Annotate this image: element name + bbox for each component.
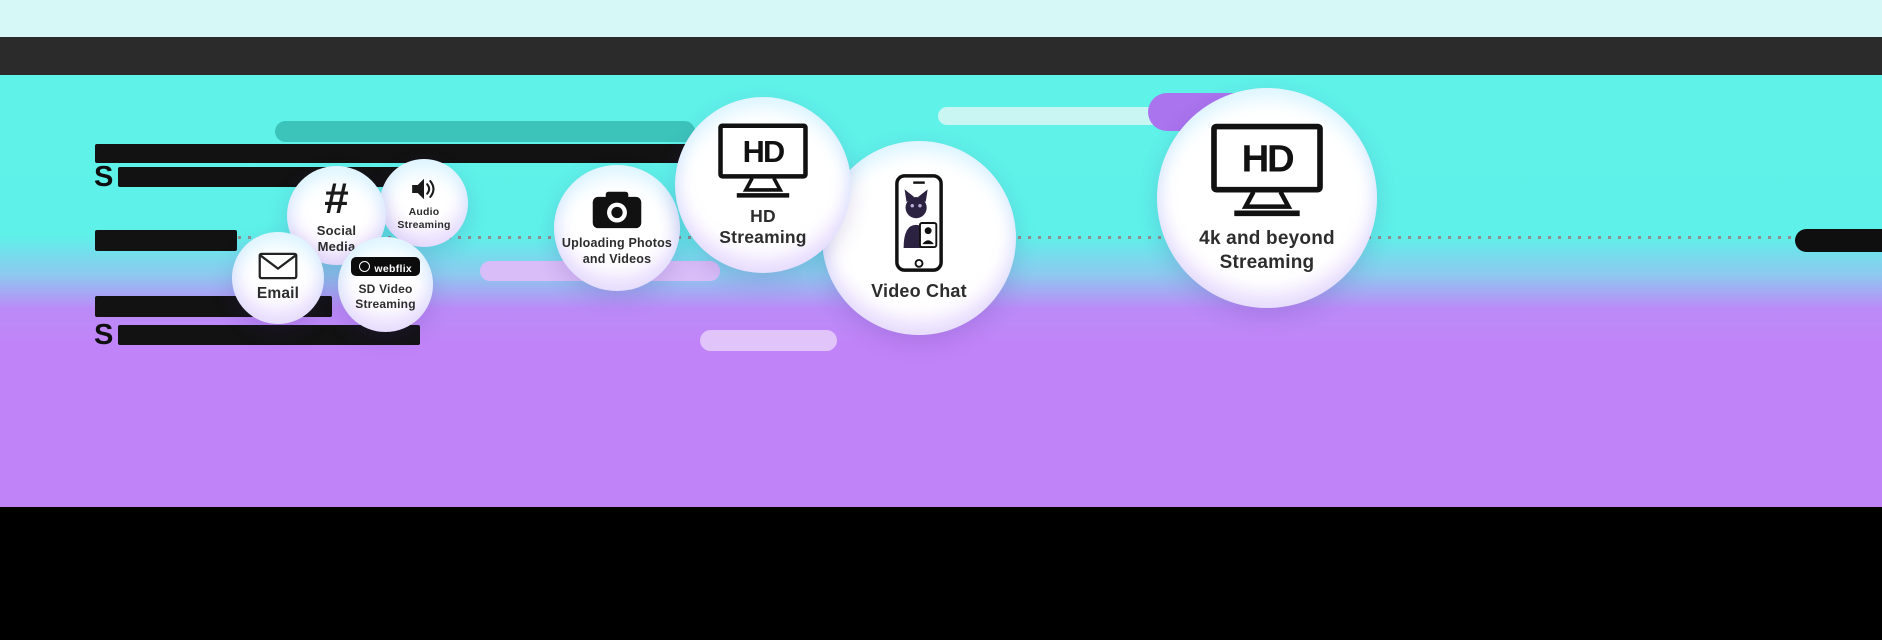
bubble-label: Audio Streaming — [397, 205, 451, 231]
video-chat-phone-icon — [890, 173, 948, 273]
bubble-audio-streaming: Audio Streaming — [380, 159, 468, 247]
speaker-icon — [409, 175, 439, 203]
decor-pill-black-right — [1795, 229, 1882, 252]
webflix-ring-icon — [358, 261, 370, 273]
envelope-icon — [258, 252, 298, 280]
tv-screen-text: HD — [743, 134, 784, 169]
dotted-speed-line — [228, 236, 1868, 239]
bubble-label: Social Media — [316, 222, 357, 254]
bubble-video-chat: Video Chat — [822, 141, 1016, 335]
bubble-label: 4k and beyond Streaming — [1199, 228, 1335, 273]
hd-tv-icon: HD — [716, 122, 810, 200]
tv-screen-text: HD — [1242, 138, 1294, 181]
bubble-label: HD Streaming — [719, 205, 807, 247]
section-letter-2: S — [94, 319, 115, 351]
bubble-sd-video-streaming: webflix SD Video Streaming — [338, 237, 433, 332]
bottom-black-band — [0, 507, 1882, 640]
top-light-strip — [0, 0, 1882, 37]
bubble-label: Uploading Photos and Videos — [561, 236, 673, 266]
webflix-logo-text: webflix — [374, 263, 413, 276]
redaction-bar-subheading-2 — [118, 325, 420, 345]
bubble-label: Email — [256, 285, 300, 303]
camera-icon — [591, 189, 643, 230]
bubble-hd-streaming: HD HD Streaming — [675, 97, 851, 273]
top-dark-band — [0, 37, 1882, 75]
bubble-4k-streaming: HD 4k and beyond Streaming — [1157, 88, 1377, 308]
decor-pill-light-cyan — [938, 107, 1163, 125]
hashtag-icon: # — [324, 173, 349, 223]
decor-pill-lavender-2 — [700, 330, 837, 351]
hd-tv-icon: HD — [1208, 122, 1326, 219]
redaction-bar-heading-1 — [95, 144, 687, 163]
bubble-email: Email — [232, 232, 324, 324]
redaction-bar-speed-1 — [95, 230, 237, 251]
bubble-label: SD Video Streaming — [355, 282, 416, 311]
redaction-bar-subheading-1 — [118, 167, 422, 187]
bubble-label: Video Chat — [871, 281, 967, 302]
decor-pill-teal — [275, 121, 695, 142]
section-letter-1: S — [94, 161, 115, 193]
bubble-uploading-photos: Uploading Photos and Videos — [554, 165, 680, 291]
webflix-logo: webflix — [350, 257, 421, 277]
